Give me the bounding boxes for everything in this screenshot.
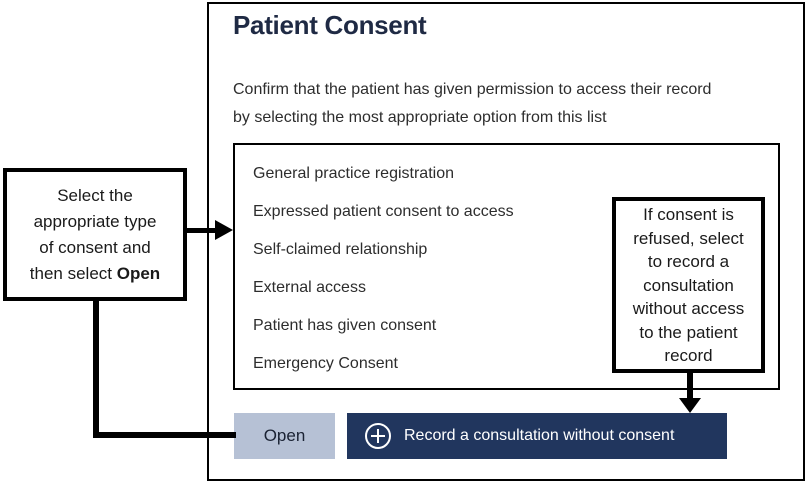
list-item-self-claimed-relationship[interactable]: Self-claimed relationship [253, 241, 428, 258]
list-item-emergency-consent[interactable]: Emergency Consent [253, 355, 398, 372]
callout-text-line: record [664, 346, 713, 365]
callout-text-line: appropriate type [33, 212, 157, 231]
list-item-patient-has-given-consent[interactable]: Patient has given consent [253, 317, 437, 334]
callout-text-line: Select the [57, 186, 133, 205]
callout-text-bold-segment: Open [116, 264, 161, 283]
left-callout-box: Select the appropriate type of consent a… [3, 168, 187, 301]
callout-text-line: then select Open [7, 261, 183, 287]
callout-text-line: consultation [643, 275, 734, 295]
open-button-label: Open [263, 426, 306, 445]
arrow-line-to-list [187, 228, 217, 233]
open-button[interactable]: Open [234, 413, 335, 459]
callout-text-line: refused, select [633, 228, 744, 248]
record-button-label: Record a consultation without consent [404, 427, 675, 444]
connector-line-vertical-left [93, 301, 99, 435]
callout-text-line: If consent is [643, 205, 734, 224]
right-arrowhead-icon [215, 220, 233, 240]
right-callout-box: If consent is refused, select to record … [612, 197, 765, 373]
plus-circle-icon [365, 423, 391, 449]
dialog-description-line: by selecting the most appropriate option… [233, 109, 607, 126]
callout-text-segment: then select [29, 264, 117, 283]
page-title: Patient Consent [233, 10, 427, 40]
record-consultation-without-consent-button[interactable]: Record a consultation without consent [347, 413, 727, 459]
list-item-external-access[interactable]: External access [253, 279, 366, 296]
dialog-description: Confirm that the patient has given permi… [233, 76, 711, 132]
dialog-description-line: Confirm that the patient has given permi… [233, 81, 712, 98]
callout-text-line: to record a [647, 252, 730, 271]
down-arrowhead-icon [679, 398, 701, 413]
arrow-line-to-record-button [687, 373, 693, 400]
callout-text-line: to the patient [639, 322, 738, 342]
connector-line-to-open-button [93, 432, 236, 438]
callout-text-line: of consent and [39, 238, 151, 257]
callout-text-line: without access [632, 299, 745, 318]
list-item-expressed-patient-consent[interactable]: Expressed patient consent to access [253, 203, 514, 220]
list-item-general-practice-registration[interactable]: General practice registration [253, 165, 454, 182]
